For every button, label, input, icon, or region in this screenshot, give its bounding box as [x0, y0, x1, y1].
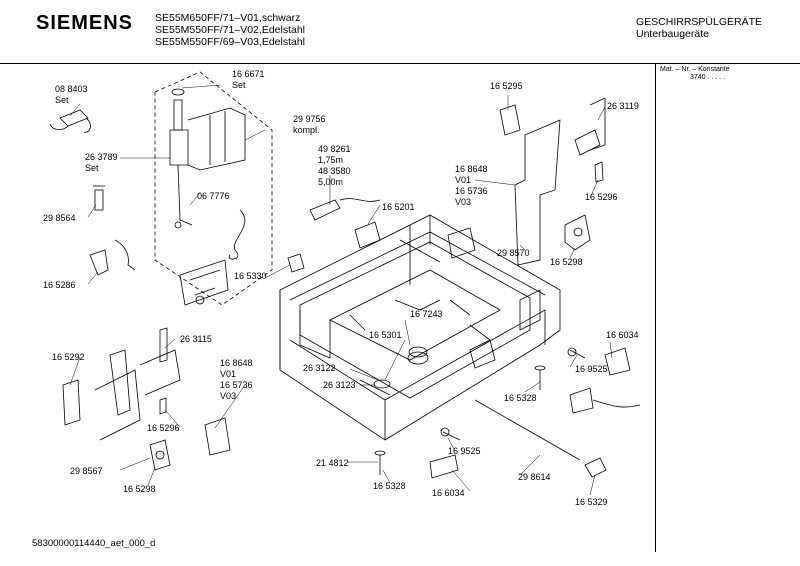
- part-label: 26 3119: [607, 101, 639, 111]
- category-title: GESCHIRRSPÜLGERÄTE: [636, 16, 763, 28]
- leader-lines: [69, 84, 613, 496]
- part-label: 29 8567: [70, 466, 103, 476]
- material-number-box: [655, 63, 800, 552]
- part-label: 16 9525: [448, 446, 481, 456]
- part-label: 16 6034: [432, 488, 465, 498]
- material-number-header: Mat. – Nr. – Konstante: [660, 66, 730, 73]
- left-lower-brackets: [62, 327, 231, 471]
- part-label: 16 5298: [550, 257, 583, 267]
- part-label: 16 9525: [575, 364, 608, 374]
- part-label: 16 5298: [123, 484, 156, 494]
- part-label: 16 5329: [575, 497, 608, 507]
- model-line: SE55M550FF/69–V03,Edelstahl: [155, 36, 306, 48]
- part-label: 16 5328: [373, 481, 406, 491]
- feet-and-screws: [374, 347, 641, 479]
- part-label: 16 5330: [234, 271, 267, 281]
- part-label: 29 8564: [43, 213, 76, 223]
- base-frame: [279, 214, 561, 441]
- part-label: 16 5296: [585, 192, 618, 202]
- model-line: SE55M550FF/71–V02,Edelstahl: [155, 24, 306, 36]
- part-label: 26 3115: [180, 334, 212, 344]
- category-subtitle: Unterbaugeräte: [636, 28, 709, 40]
- brand-logo: SIEMENS: [36, 12, 134, 34]
- subassembly-outline: [154, 71, 273, 306]
- part-label: 16 7243: [410, 309, 443, 319]
- document-id: 58300000114440_aet_000_d: [32, 538, 156, 549]
- part-label: 26 3123: [323, 380, 356, 390]
- part-label: 16 5295: [490, 81, 523, 91]
- part-label: 16 5301: [369, 330, 402, 340]
- header-divider: [0, 63, 800, 64]
- part-label: 16 5292: [52, 352, 85, 362]
- category-heading: GESCHIRRSPÜLGERÄTE Unterbaugeräte: [636, 16, 762, 40]
- part-label: 29 8570: [497, 248, 530, 258]
- part-label: 06 7776: [197, 191, 230, 201]
- part-label: 16 5328: [504, 393, 537, 403]
- part-label: 26 3122: [303, 363, 336, 373]
- material-number-value: 3740 . . . . .: [690, 74, 726, 81]
- part-label: 21 4812: [316, 458, 349, 468]
- connector-cables: [287, 198, 476, 273]
- part-label: 16 5296: [147, 423, 180, 433]
- right-brackets: [499, 97, 606, 266]
- part-label: 16 6034: [606, 330, 639, 340]
- left-fittings: [49, 109, 136, 276]
- model-list: SE55M650FF/71–V01,schwarz SE55M550FF/71–…: [155, 12, 305, 48]
- inlet-valve-assembly: [169, 88, 246, 306]
- model-line: SE55M650FF/71–V01,schwarz: [155, 12, 301, 24]
- part-label: 16 5201: [382, 202, 415, 212]
- part-label: 29 8614: [518, 472, 551, 482]
- part-label: 16 5286: [43, 280, 76, 290]
